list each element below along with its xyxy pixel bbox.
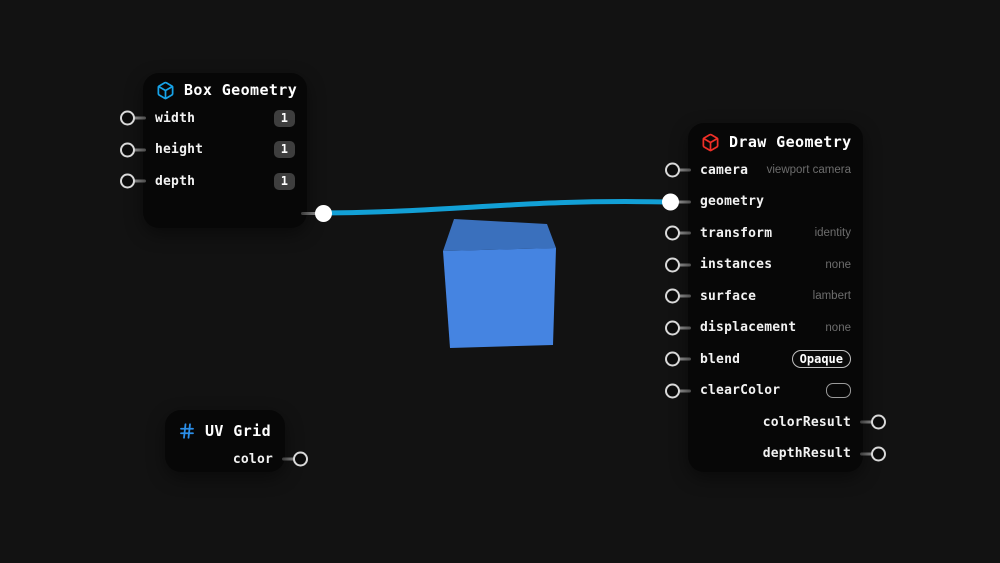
- node-title: Box Geometry: [184, 81, 298, 99]
- node-header: Draw Geometry: [688, 130, 863, 155]
- output-row-color: color: [165, 443, 308, 475]
- port-stem: [671, 326, 691, 329]
- port-stem: [671, 389, 691, 392]
- node-uv-grid[interactable]: UV Grid color: [165, 410, 308, 475]
- input-row-surface: surface lambert: [665, 280, 863, 312]
- box-geometry-icon: [157, 81, 174, 99]
- port-stem: [282, 457, 302, 461]
- node-title: Draw Geometry: [729, 133, 852, 151]
- output-label: depthResult: [762, 446, 851, 461]
- port-stem: [671, 357, 691, 361]
- port-stem: [671, 231, 691, 235]
- port-stem: [126, 179, 146, 183]
- port-stem: [671, 200, 691, 203]
- value-badge-width[interactable]: 1: [273, 109, 295, 127]
- input-row-transform: transform identity: [665, 217, 863, 249]
- input-row-blend: blend Opaque: [665, 343, 863, 375]
- input-hint: none: [825, 321, 851, 334]
- port-stem: [671, 263, 691, 266]
- input-label: transform: [700, 225, 773, 241]
- clear-color-swatch[interactable]: [826, 383, 851, 398]
- input-row-geometry: geometry: [661, 186, 863, 218]
- input-port-instances[interactable]: [665, 257, 680, 272]
- input-label: displacement: [700, 320, 797, 335]
- input-port-geometry[interactable]: [661, 193, 679, 210]
- node-box-geometry[interactable]: Box Geometry width 1 height 1 depth 1: [120, 73, 332, 228]
- input-port-surface[interactable]: [665, 288, 680, 304]
- port-stem: [860, 420, 880, 424]
- input-label: width: [155, 110, 196, 126]
- input-label: geometry: [700, 194, 765, 209]
- node-draw-geometry[interactable]: Draw Geometry camera viewport camera geo…: [661, 123, 886, 472]
- port-stem: [671, 294, 691, 298]
- port-stem: [126, 148, 146, 151]
- input-row-width: width 1: [120, 102, 307, 134]
- input-port-clearcolor[interactable]: [665, 383, 680, 398]
- wire-geometry-connection[interactable]: [320, 199, 671, 216]
- node-header: Box Geometry: [143, 78, 307, 103]
- input-row-instances: instances none: [665, 249, 863, 281]
- value-badge-depth[interactable]: 1: [273, 172, 295, 190]
- input-port-transform[interactable]: [665, 225, 680, 241]
- input-port-camera[interactable]: [665, 162, 680, 178]
- output-port-colorresult[interactable]: [871, 414, 886, 430]
- input-port-width[interactable]: [120, 110, 135, 126]
- node-header: UV Grid: [165, 419, 285, 444]
- input-label: instances: [700, 257, 773, 272]
- input-label: blend: [700, 351, 741, 367]
- input-row-camera: camera viewport camera: [665, 154, 863, 186]
- input-label: height: [155, 142, 204, 157]
- input-hint: lambert: [812, 290, 851, 302]
- input-port-depth[interactable]: [120, 173, 135, 189]
- port-stem: [671, 168, 691, 172]
- blend-mode-select[interactable]: Opaque: [791, 350, 851, 368]
- input-row-clearcolor: clearColor: [665, 375, 863, 407]
- draw-geometry-icon: [702, 133, 719, 151]
- node-title: UV Grid: [205, 422, 272, 440]
- output-label: color: [232, 451, 273, 467]
- hash-icon: [180, 423, 194, 439]
- input-hint: identity: [814, 227, 851, 239]
- input-port-blend[interactable]: [665, 351, 680, 367]
- input-label: camera: [700, 162, 749, 178]
- input-label: surface: [700, 288, 757, 304]
- port-stem: [301, 211, 325, 215]
- input-label: clearColor: [700, 383, 781, 398]
- output-port-color[interactable]: [293, 451, 308, 467]
- input-port-height[interactable]: [120, 142, 135, 157]
- port-stem: [126, 116, 146, 120]
- output-label: colorResult: [762, 414, 851, 430]
- input-label: depth: [155, 173, 196, 189]
- input-row-displacement: displacement none: [665, 312, 863, 344]
- input-row-depth: depth 1: [120, 165, 307, 197]
- input-hint: none: [825, 258, 851, 271]
- output-row-depthresult: depthResult: [688, 438, 886, 470]
- output-port-geometry[interactable]: [314, 204, 332, 222]
- input-row-height: height 1: [120, 134, 307, 166]
- output-port-depthresult[interactable]: [871, 446, 886, 461]
- output-row-colorresult: colorResult: [688, 406, 886, 438]
- cube-preview: [443, 219, 556, 348]
- value-badge-height[interactable]: 1: [273, 141, 295, 158]
- port-stem: [860, 452, 880, 455]
- input-port-displacement[interactable]: [665, 320, 680, 335]
- input-hint: viewport camera: [766, 164, 851, 176]
